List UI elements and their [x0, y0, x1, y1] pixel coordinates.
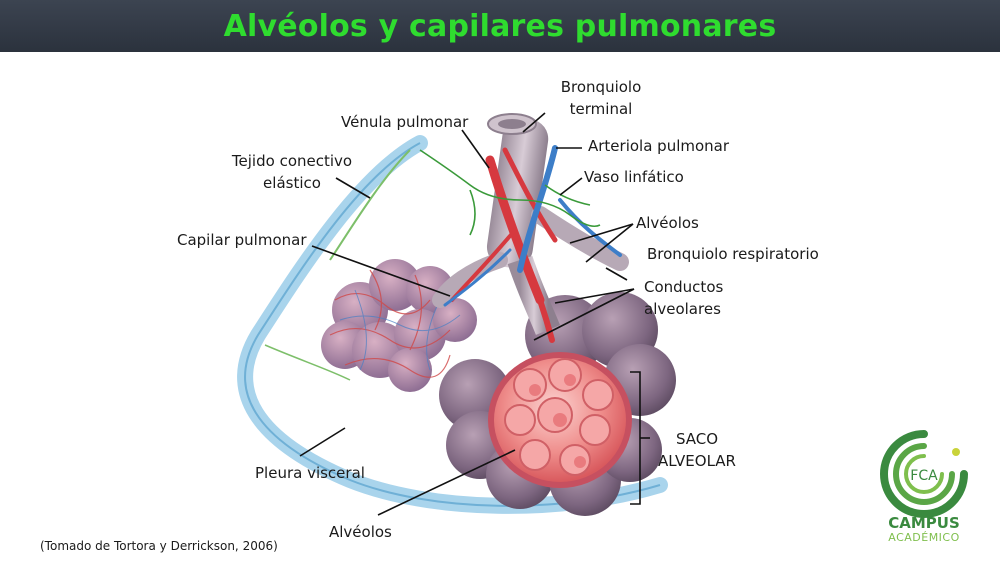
label-saco-alveolar: SACO ALVEOLAR [652, 428, 742, 472]
label-pleura-visceral: Pleura visceral [255, 464, 365, 482]
alveoli-cluster-left [321, 259, 477, 392]
title-bar: Alvéolos y capilares pulmonares [0, 0, 1000, 52]
label-tejido-conectivo-line1: Tejido conectivo [231, 152, 353, 170]
label-alveolos-bottom: Alvéolos [329, 523, 392, 541]
label-venula-pulmonar: Vénula pulmonar [341, 113, 469, 131]
label-tejido-conectivo-line2: elástico [263, 174, 321, 192]
page-title: Alvéolos y capilares pulmonares [223, 8, 777, 44]
alveolar-sac-cluster [439, 292, 676, 516]
label-conductos-line2: alveolares [644, 300, 721, 318]
logo-emblem-text: FCA [910, 468, 938, 484]
label-tejido-conectivo: Tejido conectivo elástico [222, 150, 362, 194]
logo-subtitle: ACADÉMICO [888, 531, 960, 544]
bronchiole-and-vessels [419, 113, 629, 343]
source-caption: (Tomado de Tortora y Derrickson, 2006) [40, 539, 278, 553]
label-vaso-linfatico: Vaso linfático [584, 168, 684, 186]
label-arteriola-pulmonar: Arteriola pulmonar [588, 137, 730, 155]
label-bronquiolo-terminal-line1: Bronquiolo [560, 78, 642, 96]
label-bronquiolo-terminal-line2: terminal [569, 100, 633, 118]
label-conductos-line1: Conductos [644, 278, 724, 296]
leader-lines [299, 112, 650, 516]
label-saco-line2: ALVEOLAR [658, 452, 736, 470]
label-capilar-pulmonar: Capilar pulmonar [177, 231, 307, 249]
campus-academico-logo-icon: FCA [880, 430, 968, 518]
label-bronquiolo-terminal: Bronquiolo terminal [536, 76, 666, 120]
logo-title: CAMPUS [888, 514, 960, 532]
label-bronquiolo-respiratorio: Bronquiolo respiratorio [647, 245, 819, 263]
label-conductos-alveolares: Conductos alveolares [644, 276, 723, 320]
label-saco-line1: SACO [675, 430, 719, 448]
label-alveolos-top: Alvéolos [636, 214, 699, 232]
